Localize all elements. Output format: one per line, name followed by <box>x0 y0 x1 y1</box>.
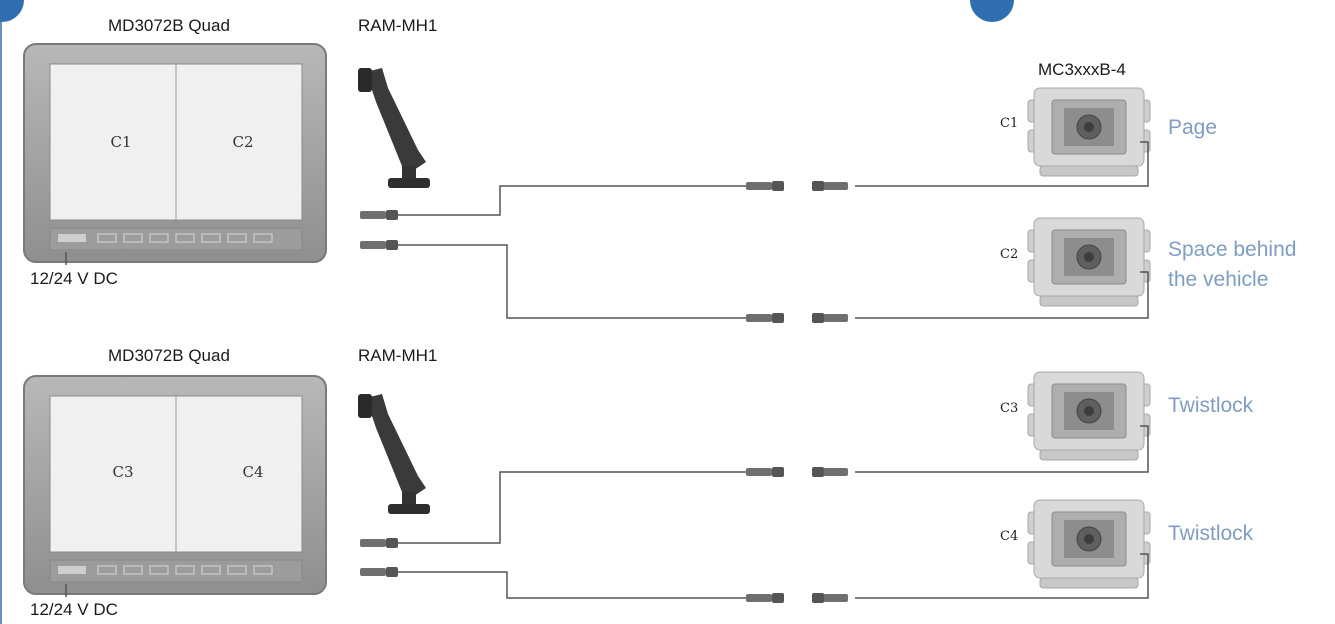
monitor-connector <box>360 210 398 220</box>
cable-set-2 <box>395 425 1149 599</box>
cable-set-1 <box>395 141 1149 319</box>
camera-location-c4: Twistlock <box>1168 522 1254 545</box>
section-marker-right <box>970 0 1014 22</box>
mount-model-label: RAM-MH1 <box>358 16 438 35</box>
camera-c1 <box>1027 87 1151 177</box>
camera-c3 <box>1027 371 1151 461</box>
camera-location-c1: Page <box>1168 116 1218 139</box>
ram-mount-1 <box>358 68 430 188</box>
power-label: 12/24 V DC <box>30 269 118 288</box>
power-label: 12/24 V DC <box>30 600 118 619</box>
inline-connectors <box>746 181 848 603</box>
camera-id-c2: C2 <box>1000 247 1018 262</box>
screen-label-c2: C2 <box>232 133 253 151</box>
camera-id-c3: C3 <box>1000 401 1018 416</box>
screen-label-c3: C3 <box>112 463 133 481</box>
camera-model-label: MC3xxxB-4 <box>1038 60 1126 79</box>
monitor-2 <box>23 375 327 595</box>
frame-left-border <box>0 0 2 624</box>
monitor-connector <box>360 240 398 250</box>
ram-mount-2 <box>358 394 430 514</box>
camera-location-c3: Twistlock <box>1168 394 1254 417</box>
camera-location-c2: Space behind the vehicle <box>1168 238 1297 291</box>
screen-label-c1: C1 <box>110 133 131 151</box>
monitor-model-label: MD3072B Quad <box>108 346 230 365</box>
monitor-connector <box>360 538 398 548</box>
camera-c4 <box>1027 499 1151 589</box>
camera-id-c1: C1 <box>1000 116 1018 131</box>
monitor-model-label: MD3072B Quad <box>108 16 230 35</box>
screen-label-c4: C4 <box>242 463 263 481</box>
monitor-1 <box>23 43 327 263</box>
camera-c2 <box>1027 217 1151 307</box>
camera-id-c4: C4 <box>1000 529 1018 544</box>
monitor-connector <box>360 567 398 577</box>
mount-model-label: RAM-MH1 <box>358 346 438 365</box>
